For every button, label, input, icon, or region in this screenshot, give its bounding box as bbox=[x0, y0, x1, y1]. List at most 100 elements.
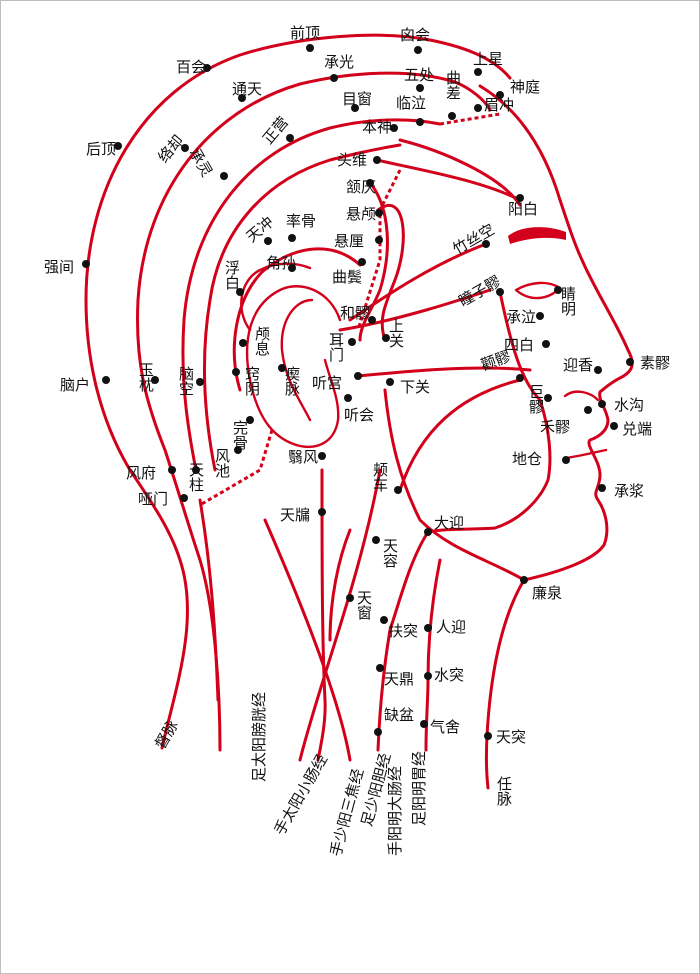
label-naohu: 脑户 bbox=[60, 376, 90, 394]
dot-naokong bbox=[196, 378, 204, 386]
label-sizhukong: 竹丝空 bbox=[450, 220, 498, 258]
tongziliao-line bbox=[348, 242, 488, 322]
meridian-lines bbox=[84, 33, 634, 790]
dot-luxi bbox=[239, 339, 247, 347]
dot-jingming bbox=[554, 286, 562, 294]
label-tianchuang: 天窗 bbox=[355, 590, 373, 620]
label-shangxing: 上星 bbox=[473, 50, 503, 68]
dot-heliao bbox=[368, 316, 376, 324]
xiaguan-line bbox=[356, 366, 532, 378]
dot-tianchuang bbox=[346, 594, 354, 602]
meridian-shoutaiyang: 手太阳小肠经 bbox=[271, 751, 332, 838]
label-xuanlu: 悬颅 bbox=[346, 205, 376, 223]
dot-tianzhu bbox=[192, 466, 200, 474]
dot-dicang bbox=[562, 456, 570, 464]
label-renying: 人迎 bbox=[436, 618, 466, 636]
label-touwei: 头维 bbox=[337, 151, 367, 169]
dashed-connector-2 bbox=[356, 169, 402, 331]
label-chengjiang: 承浆 bbox=[614, 482, 644, 500]
label-linqi: 临泣 bbox=[396, 94, 426, 112]
dot-duiduan bbox=[610, 422, 618, 430]
label-fengchi: 风池 bbox=[213, 448, 231, 478]
dot-qianding bbox=[306, 44, 314, 52]
ear-helix bbox=[240, 262, 312, 332]
label-yifeng: 翳风 bbox=[288, 448, 318, 466]
dot-hanyan bbox=[366, 179, 374, 187]
dot-sibai bbox=[542, 340, 550, 348]
dot-renying bbox=[424, 624, 432, 632]
dot-sizhukong bbox=[482, 240, 490, 248]
label-chengqi: 承泣 bbox=[506, 308, 536, 326]
label-heliao: 和髎 bbox=[340, 304, 370, 322]
dot-shuigou bbox=[598, 400, 606, 408]
dot-houding bbox=[114, 142, 122, 150]
label-tiantu: 天突 bbox=[496, 728, 526, 746]
label-shuaigu: 率骨 bbox=[286, 212, 316, 230]
dot-wangu bbox=[246, 416, 254, 424]
dot-muchuang bbox=[351, 104, 359, 112]
dot-yangbai bbox=[516, 194, 524, 202]
label-wangu: 完骨 bbox=[231, 420, 249, 450]
label-suliao: 素髎 bbox=[640, 354, 670, 372]
label-jiaosun: 角孙 bbox=[266, 254, 296, 272]
label-quanliao: 颧髎 bbox=[478, 347, 512, 374]
label-tongtian: 通天 bbox=[232, 80, 262, 98]
temporal-line bbox=[358, 181, 389, 342]
label-dicang: 地仓 bbox=[512, 450, 542, 468]
jiaosun-arc bbox=[232, 247, 362, 392]
dot-tinghui bbox=[344, 394, 352, 402]
label-xiaguan: 下关 bbox=[400, 378, 430, 396]
dot-daying bbox=[424, 528, 432, 536]
meridian-dumai: 督脉 bbox=[151, 717, 182, 752]
dot-luoque bbox=[181, 144, 189, 152]
dot-tongziliao bbox=[496, 288, 504, 296]
dot-tiantu bbox=[484, 732, 492, 740]
label-yuzhen: 玉枕 bbox=[137, 362, 155, 393]
dot-benshen bbox=[390, 124, 398, 132]
label-tianrong: 天容 bbox=[381, 538, 399, 568]
label-tianzhu: 天柱 bbox=[187, 462, 205, 492]
dot-tianyou bbox=[318, 508, 326, 516]
label-tianding: 天鼎 bbox=[384, 670, 414, 688]
label-wuchu: 五处 bbox=[404, 66, 434, 84]
dot-futu bbox=[380, 616, 388, 624]
dot-jiaosun bbox=[288, 264, 296, 272]
label-duiduan: 兑端 bbox=[622, 420, 652, 438]
label-yamen: 哑门 bbox=[138, 490, 168, 508]
label-qianding: 前顶 bbox=[290, 24, 320, 42]
meridian-zuyangming: 足阳明胃经 bbox=[410, 751, 428, 826]
meridian-labels: 督脉 足太阳膀胱经 手太阳小肠经 手少阳三焦经 足少阳胆经 手阳明大肠经 足阳明… bbox=[151, 692, 513, 858]
eyebrow bbox=[508, 227, 566, 244]
dot-heliao2 bbox=[584, 406, 592, 414]
jaw-line bbox=[383, 388, 526, 582]
dumai-line bbox=[84, 33, 512, 750]
label-fengfu: 风府 bbox=[126, 464, 156, 482]
dot-wuchu bbox=[416, 84, 424, 92]
ear-outline bbox=[245, 285, 342, 449]
dot-naohu bbox=[102, 376, 110, 384]
dot-quanliao bbox=[516, 374, 524, 382]
dot-shuaigu bbox=[288, 234, 296, 242]
cross-line-b bbox=[298, 468, 382, 762]
dot-tianding bbox=[376, 664, 384, 672]
label-tinghui: 听会 bbox=[344, 406, 374, 424]
label-chimai: 瘈脉 bbox=[283, 366, 301, 396]
label-jiache: 颊车 bbox=[371, 462, 389, 492]
zutaiyang-line bbox=[136, 71, 492, 752]
label-sibai: 四白 bbox=[504, 336, 534, 354]
dot-tianrong bbox=[372, 536, 380, 544]
label-daying: 大迎 bbox=[434, 514, 464, 532]
dashed-connector-1 bbox=[439, 112, 501, 126]
label-shangguan: 上关 bbox=[387, 318, 405, 348]
dot-tinggong bbox=[354, 372, 362, 380]
label-qucha: 曲差 bbox=[444, 70, 462, 100]
dot-chengling bbox=[220, 172, 228, 180]
dot-jiache bbox=[394, 486, 402, 494]
dot-fengchi bbox=[234, 446, 242, 454]
label-fubai: 浮白 bbox=[223, 260, 241, 290]
label-benshen: 本神 bbox=[362, 118, 392, 136]
label-meichong: 眉冲 bbox=[484, 96, 514, 114]
dot-yingxiang bbox=[594, 366, 602, 374]
eye-outline bbox=[514, 281, 562, 300]
